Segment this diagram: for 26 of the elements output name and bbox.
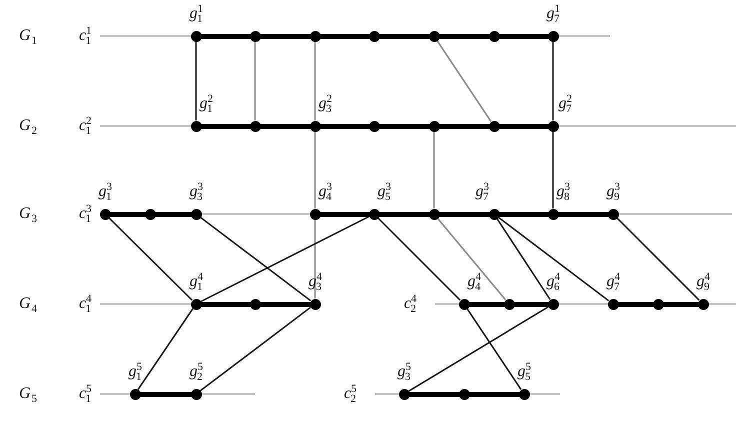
graph-edge — [436, 40, 492, 122]
graph-edge — [195, 42, 197, 120]
graph-edge — [377, 217, 461, 301]
graph-edge — [496, 218, 551, 300]
graph-edge — [200, 216, 312, 302]
graph-edge — [200, 216, 370, 302]
graph-edge — [314, 42, 316, 120]
graph-edge — [436, 218, 506, 300]
row-label: G$_{5}$ — [18, 386, 38, 402]
graph-edge — [314, 132, 316, 208]
row-label: G$_{3}$ — [18, 206, 38, 222]
graph-edge — [108, 217, 193, 301]
graph-edge — [466, 308, 522, 390]
graph-edge — [200, 306, 312, 392]
row-label: G$_{1}$ — [18, 28, 38, 44]
graph-edge — [616, 217, 700, 301]
graph-edge — [433, 132, 435, 208]
graph-edge — [137, 308, 194, 390]
graph-edge — [552, 42, 554, 120]
graph-edge — [408, 306, 549, 392]
graph-edge — [314, 220, 316, 298]
graph-edge — [552, 132, 554, 208]
row-label: G$_{4}$ — [18, 296, 38, 312]
graph-edge — [498, 216, 610, 302]
graph-edge — [254, 42, 256, 120]
row-label: G$_{2}$ — [18, 118, 38, 134]
